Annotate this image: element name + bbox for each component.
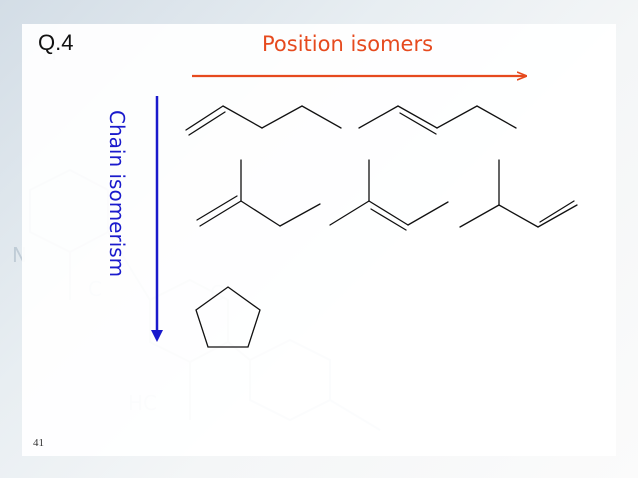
molecule-pent-2-ene [358,105,517,135]
molecule-2-methylbut-2-ene [329,159,449,231]
molecule-2-methylbut-1-ene [196,159,321,227]
slide-number: 41 [33,437,44,449]
molecule-3-methylbut-1-ene [459,159,578,228]
position-isomers-title: Position isomers [262,32,434,56]
chain-arrowhead [151,330,163,342]
molecule-cyclopentane [195,286,261,348]
content-panel [22,24,616,456]
question-label: Q.4 [38,30,74,55]
molecule-pent-1-ene [185,105,342,136]
